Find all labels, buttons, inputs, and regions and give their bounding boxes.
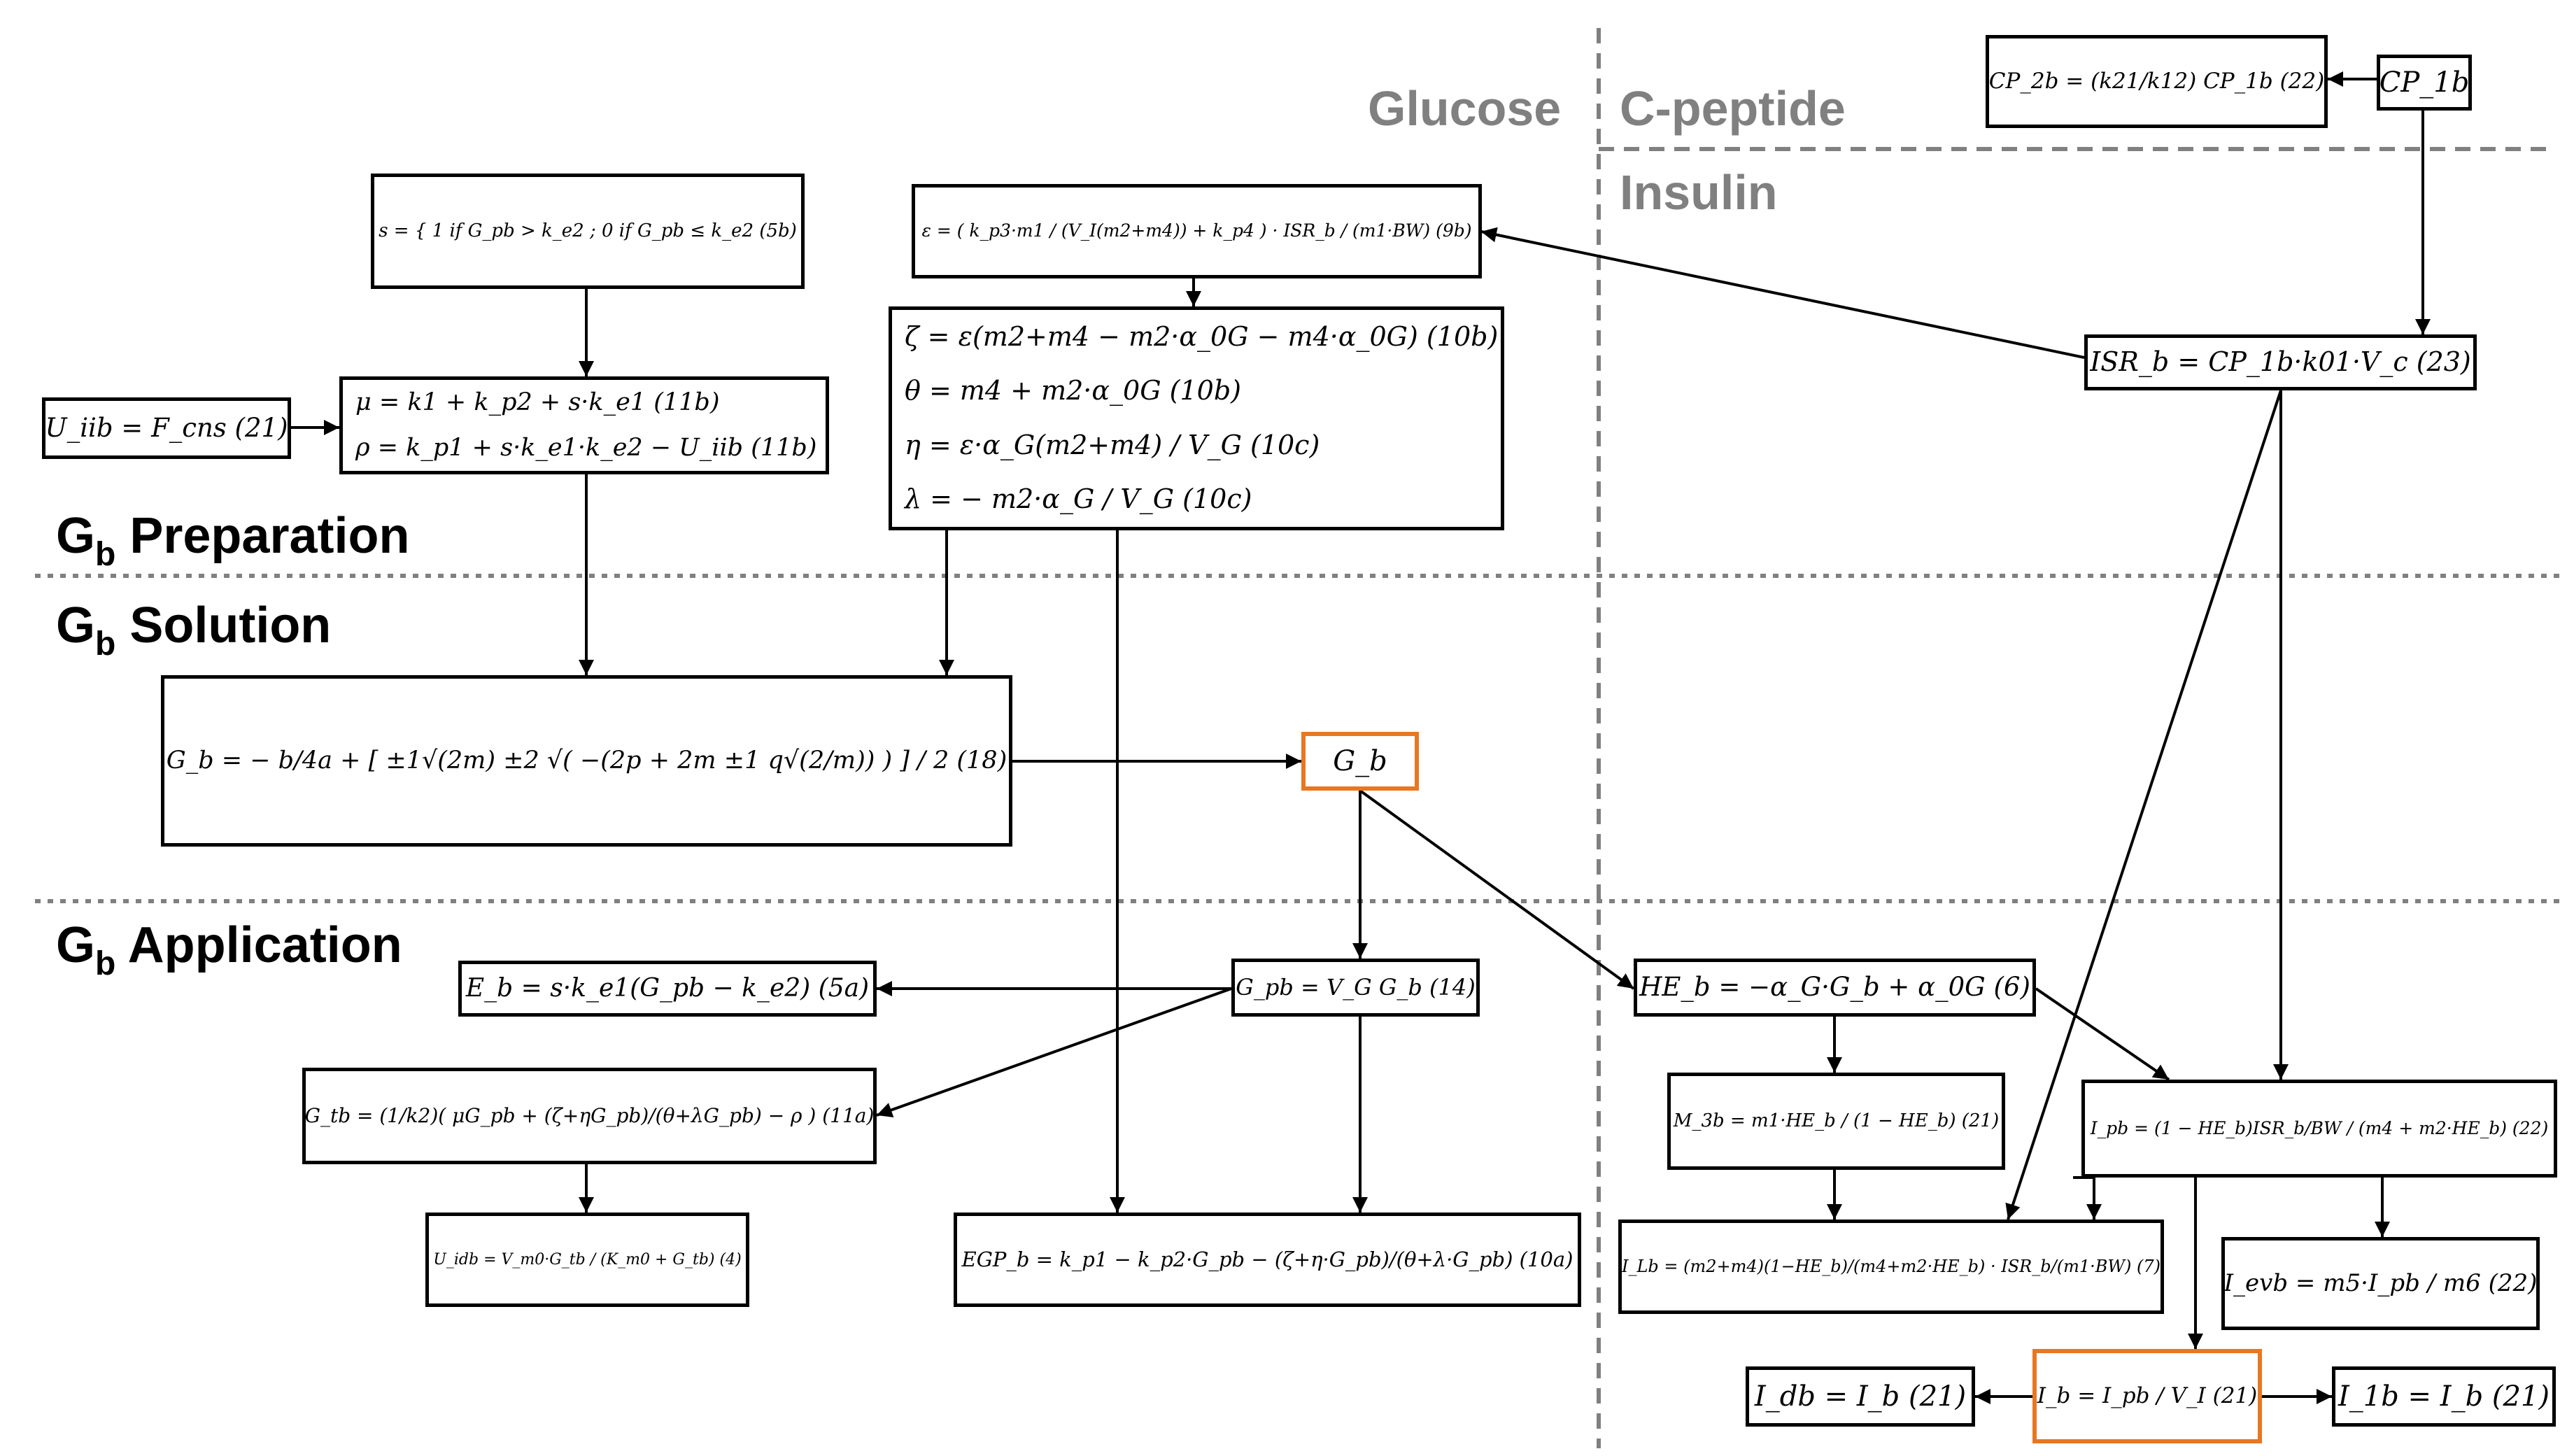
cp1b-node: CP_1b <box>2377 55 2472 111</box>
eq-gtb: G_tb = (1/k2)( μG_pb + (ζ+ηG_pb)/(θ+λG_p… <box>302 1068 877 1164</box>
arrow-gpb-to-gtb <box>876 987 1232 1117</box>
eq-eb: E_b = s·k_e1(G_pb − k_e2) (5a) <box>458 961 877 1017</box>
eq-gpb: G_pb = V_G G_b (14) <box>1231 959 1480 1017</box>
eq-theta: θ = m4 + m2·α_0G (10b) <box>905 375 1241 407</box>
eq-cp2b: CP_2b = (k21/k12) CP_1b (22) <box>1986 35 2328 128</box>
gb-node: G_b <box>1301 732 1419 791</box>
eq-ilb: I_Lb = (m2+m4)(1−HE_b)/(m4+m2·HE_b) · IS… <box>1618 1220 2164 1314</box>
eq-ipb: I_pb = (1 − HE_b)ISR_b/BW / (m4 + m2·HE_… <box>2081 1080 2557 1178</box>
eq-uiib: U_iib = F_cns (21) <box>42 397 291 459</box>
eq-mu-rho: μ = k1 + k_p2 + s·k_e1 (11b) ρ = k_p1 + … <box>339 376 829 474</box>
eq-zeta-theta-eta-lambda: ζ = ε(m2+m4 − m2·α_0G − m4·α_0G) (10b) θ… <box>889 306 1504 530</box>
region-insulin: Insulin <box>1620 165 1778 220</box>
eq-idb: I_db = I_b (21) <box>1746 1366 1975 1427</box>
eq-mu: μ = k1 + k_p2 + s·k_e1 (11b) <box>355 388 720 417</box>
eq-egpb: EGP_b = k_p1 − k_p2·G_pb − (ζ+η·G_pb)/(θ… <box>954 1213 1581 1307</box>
region-c-peptide: C-peptide <box>1620 81 1846 136</box>
eq-s-switch: s = { 1 if G_pb > k_e2 ; 0 if G_pb ≤ k_e… <box>371 174 805 289</box>
section-preparation: Gb Preparation <box>56 508 410 573</box>
eq-i1b: I_1b = I_b (21) <box>2332 1366 2556 1427</box>
region-glucose: Glucose <box>1368 81 1562 136</box>
arrow-isrb-to-epsilon <box>1480 227 2085 359</box>
section-application: Gb Application <box>56 917 402 982</box>
eq-epsilon: ε = ( k_p3·m1 / (V_I(m2+m4)) + k_p4 ) · … <box>912 184 1482 278</box>
arrow-isrb-to-ilb <box>2005 390 2282 1220</box>
section-solution: Gb Solution <box>56 598 332 663</box>
eq-zeta: ζ = ε(m2+m4 − m2·α_0G − m4·α_0G) (10b) <box>905 320 1499 352</box>
eq-lambda: λ = − m2·α_G / V_G (10c) <box>905 483 1252 515</box>
eq-ievb: I_evb = m5·I_pb / m6 (22) <box>2221 1237 2540 1330</box>
eq-ib: I_b = I_pb / V_I (21) <box>2032 1349 2262 1443</box>
eq-uidb: U_idb = V_m0·G_tb / (K_m0 + G_tb) (4) <box>425 1213 749 1307</box>
eq-eta: η = ε·α_G(m2+m4) / V_G (10c) <box>905 429 1320 460</box>
eq-gb-solution: G_b = − b/4a + [ ±1√(2m) ±2 √( −(2p + 2m… <box>161 675 1012 847</box>
eq-isrb: ISR_b = CP_1b·k01·V_c (23) <box>2084 334 2477 390</box>
arrow-gb-to-heb <box>1359 789 1635 990</box>
eq-heb: HE_b = −α_G·G_b + α_0G (6) <box>1634 959 2036 1017</box>
eq-rho: ρ = k_p1 + s·k_e1·k_e2 − U_iib (11b) <box>355 434 817 462</box>
eq-m3b: M_3b = m1·HE_b / (1 − HE_b) (21) <box>1667 1073 2005 1170</box>
arrow-heb-to-ipb <box>2035 987 2170 1081</box>
